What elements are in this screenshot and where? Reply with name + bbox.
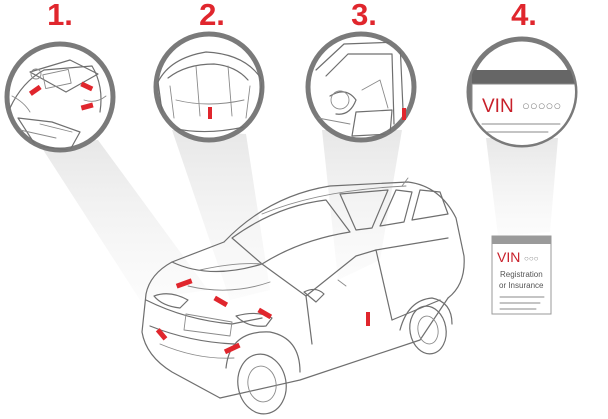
beam-3 — [322, 130, 402, 280]
vin-mark-engine-3 — [80, 102, 94, 111]
registration-document: VIN ○○○ Registration or Insurance — [491, 235, 552, 315]
car-mark-hood-left — [175, 278, 193, 289]
beam-4 — [486, 138, 558, 236]
vin-card-digits: ○○○○○ — [522, 98, 561, 113]
callout-door-jamb — [305, 31, 417, 143]
car-mark-windshield — [257, 307, 273, 320]
document-vin-label: VIN — [497, 249, 520, 265]
step-number-2: 2. — [199, 0, 225, 32]
car-mark-door-jamb — [366, 312, 370, 326]
step-number-3: 3. — [351, 0, 377, 32]
step-number-4: 4. — [511, 0, 537, 32]
vin-mark-engine-1 — [28, 84, 42, 96]
car-mark-hood-center — [213, 295, 229, 308]
callout-engine-bay — [4, 41, 116, 153]
callout-beams — [40, 130, 558, 300]
step-numbers: 1. 2. 3. 4. — [47, 0, 537, 32]
callout-windshield — [153, 31, 265, 143]
vin-card-label: VIN — [482, 96, 514, 117]
document-vin-digits: ○○○ — [524, 254, 539, 263]
document-line-registration: Registration — [500, 270, 543, 279]
document-line-insurance: or Insurance — [499, 281, 544, 290]
beam-1 — [40, 140, 208, 300]
callout-vin-card: VIN ○○○○○ — [466, 36, 578, 148]
step-number-1: 1. — [47, 0, 73, 32]
vin-mark-door-jamb — [402, 108, 406, 120]
car-vin-markers — [155, 278, 370, 355]
vin-mark-windshield — [208, 107, 212, 119]
car-mark-bumper-center — [223, 342, 241, 355]
car-mark-bumper-left — [155, 328, 168, 341]
vin-mark-engine-2 — [80, 81, 94, 92]
car-illustration — [141, 177, 465, 415]
beam-2 — [172, 130, 270, 300]
